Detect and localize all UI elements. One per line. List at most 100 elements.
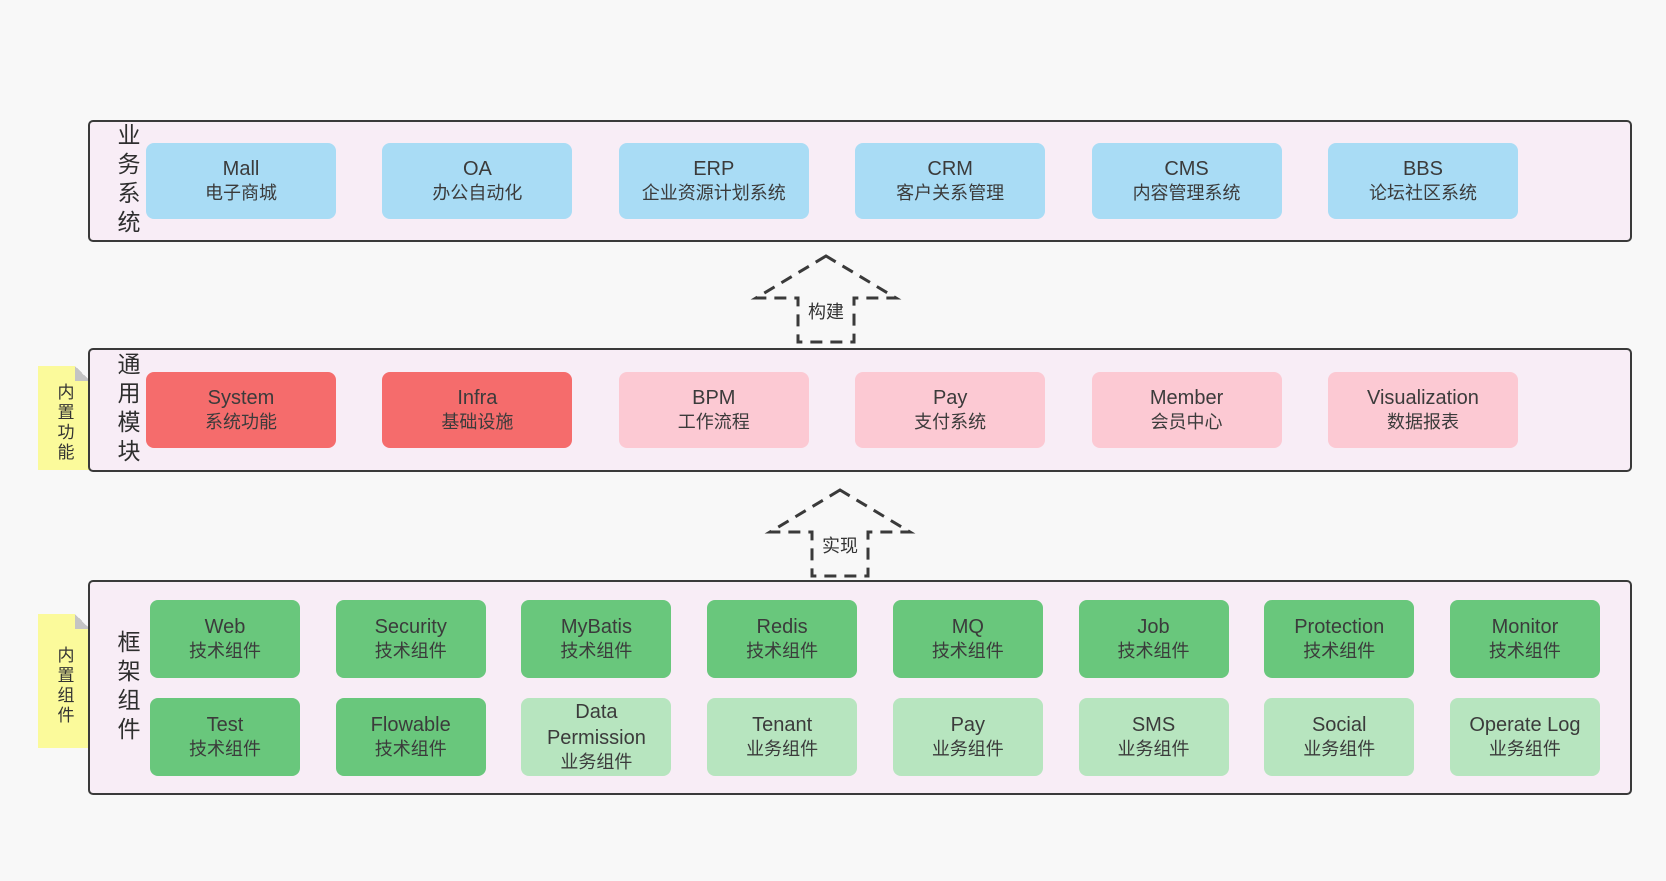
box-name: Test: [206, 713, 244, 736]
box-desc: 业务组件: [1488, 738, 1561, 759]
sticky-note-built-in-features: 内置功能: [38, 366, 90, 470]
sticky-note-label: 内置功能: [54, 383, 74, 463]
box-desc: 技术组件: [560, 640, 633, 661]
box-name: Mall: [222, 158, 260, 181]
up-arrow-icon: [764, 488, 916, 578]
box-name: MQ: [951, 615, 984, 638]
layer-label-components: 框架组件: [114, 629, 140, 746]
box-name: Security: [374, 615, 447, 638]
box-desc: 技术组件: [1303, 640, 1376, 661]
box-desc: 电子商城: [205, 183, 277, 204]
box-desc: 办公自动化: [432, 183, 523, 204]
box-name: Protection: [1294, 615, 1385, 638]
layer-label-business: 业务系统: [114, 123, 140, 239]
box-name: Member: [1149, 387, 1224, 410]
box-desc: 技术组件: [189, 640, 261, 661]
box-desc: 技术组件: [1488, 640, 1561, 661]
box-name: Job: [1137, 615, 1170, 638]
box-name: Flowable: [370, 713, 451, 736]
arrow-implement: 实现: [760, 487, 920, 579]
sticky-note-label: 内置组件: [54, 646, 74, 726]
box-name: Operate Log: [1469, 713, 1581, 736]
box-name: Tenant: [752, 713, 813, 736]
box-desc: 技术组件: [374, 640, 447, 661]
box-name: SMS: [1131, 713, 1176, 736]
box-name: MyBatis: [560, 615, 632, 638]
arrow-implement-label: 实现: [818, 531, 862, 559]
box-desc: 业务组件: [746, 738, 819, 759]
box-desc: 技术组件: [931, 640, 1004, 661]
box-name: BBS: [1402, 158, 1443, 181]
up-arrow-icon: [750, 254, 902, 344]
box-desc: 企业资源计划系统: [641, 183, 786, 204]
box-desc: 技术组件: [746, 640, 819, 661]
box-name: Monitor: [1491, 615, 1559, 638]
box-desc: 数据报表: [1386, 412, 1459, 433]
arrow-build-label: 构建: [804, 297, 848, 325]
box-desc: 内容管理系统: [1132, 183, 1241, 204]
box-desc: 技术组件: [1117, 640, 1190, 661]
box-desc: 业务组件: [1303, 738, 1376, 759]
box-name: Pay: [950, 713, 986, 736]
box-desc: 业务组件: [931, 738, 1004, 759]
box-name: Visualization: [1366, 387, 1479, 410]
box-name: Data Permission: [546, 700, 646, 749]
box-name: BPM: [692, 387, 736, 410]
layer-label-modules: 通用模块: [114, 352, 140, 468]
box-name: OA: [462, 158, 492, 181]
box-name: ERP: [693, 158, 735, 181]
box-desc: 系统功能: [205, 412, 277, 433]
box-name: System: [207, 387, 275, 410]
box-desc: 技术组件: [189, 738, 261, 759]
box-desc: 工作流程: [677, 412, 750, 433]
box-name: Pay: [932, 387, 968, 410]
box-desc: 业务组件: [1117, 738, 1190, 759]
arrow-build: 构建: [746, 253, 906, 345]
box-name: Web: [204, 615, 246, 638]
box-name: CRM: [927, 158, 973, 181]
box-desc: 业务组件: [560, 751, 633, 772]
box-desc: 客户关系管理: [896, 183, 1005, 204]
box-name: Redis: [756, 615, 808, 638]
box-name: Social: [1311, 713, 1367, 736]
box-desc: 支付系统: [914, 412, 987, 433]
box-desc: 论坛社区系统: [1368, 183, 1477, 204]
box-desc: 会员中心: [1150, 412, 1223, 433]
